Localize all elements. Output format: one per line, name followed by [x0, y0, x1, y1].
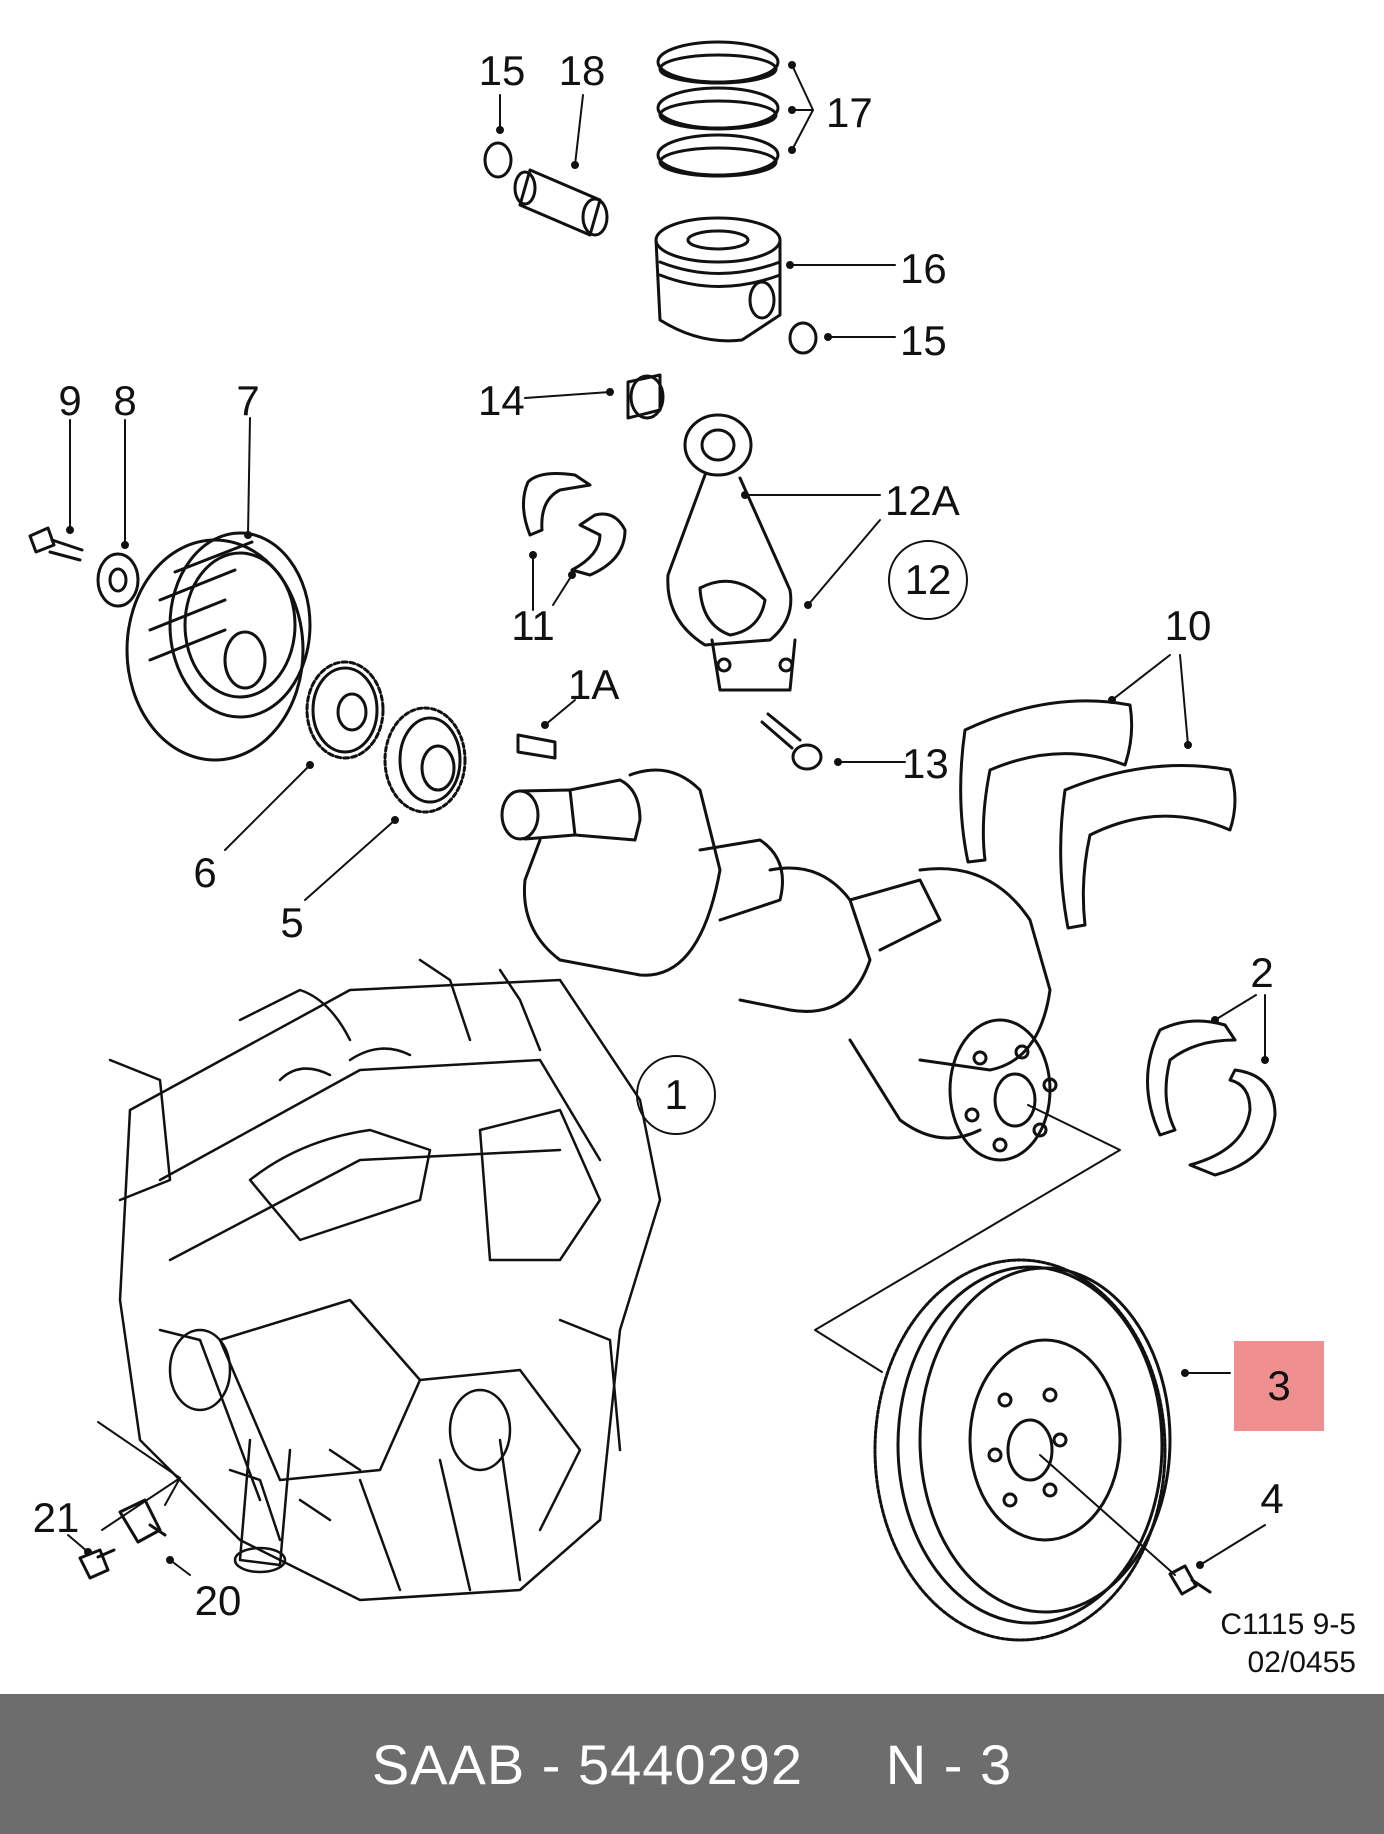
footer-bar: SAAB - 5440292 N - 3: [0, 1694, 1384, 1834]
callout-1a-key: 1A: [568, 661, 620, 708]
callout-12-conrod-assembly: 12: [888, 540, 968, 620]
crank-position-sensor: [118, 1498, 167, 1544]
callout-15-circlip-bottom: 15: [900, 317, 947, 364]
flywheel-bolt: [1168, 1564, 1212, 1596]
leader-lines: [66, 61, 1269, 1576]
crankshaft: [500, 768, 1058, 1162]
callout-12a-conrod: 12A: [885, 477, 960, 524]
callout-1-crankshaft-assembly: 1: [636, 1055, 716, 1135]
small-end-bush: [626, 373, 665, 420]
callout-6-sprocket: 6: [193, 849, 217, 896]
exploded-parts-diagram: [28, 40, 1277, 1642]
callout-3-flywheel-highlighted: 3: [1234, 1341, 1324, 1431]
callout-9-bolt: 9: [58, 377, 82, 424]
callout-8-washer: 8: [113, 377, 137, 424]
pulley-washer: [96, 552, 140, 608]
callout-21-sensor-bolt: 21: [32, 1494, 80, 1541]
callout-13-conrod-bolt: 13: [902, 740, 949, 787]
piston-pin: [513, 168, 609, 237]
drawing-code-line1: C1115 9-5: [1220, 1608, 1356, 1641]
piston: [654, 216, 782, 343]
callout-4-flywheel-bolt: 4: [1260, 1475, 1284, 1522]
callout-7-pulley: 7: [236, 377, 260, 424]
piston-rings: [656, 40, 780, 178]
drawing-code-line2: 02/0455: [1247, 1646, 1356, 1679]
timing-sprocket: [305, 660, 385, 760]
woodruff-key: [516, 733, 557, 760]
engine-assembly: [108, 958, 662, 1602]
sensor-bolt: [78, 1548, 116, 1580]
callout-17-piston-rings: 17: [826, 89, 873, 136]
pulley-bolt: [28, 526, 84, 562]
conrod-bolt: [760, 712, 823, 771]
thrust-washers: [959, 699, 1237, 930]
crank-gear: [383, 706, 467, 814]
circlip-lower: [788, 321, 818, 355]
callout-14-bush: 14: [478, 377, 525, 424]
callout-16-piston: 16: [900, 245, 947, 292]
circlip-upper: [483, 141, 513, 179]
crank-pulley: [125, 531, 312, 762]
flywheel: [873, 1258, 1172, 1642]
main-bearing-shells: [1146, 1019, 1277, 1177]
callout-10-thrust-washers: 10: [1164, 602, 1212, 649]
conrod-bearing-shells: [522, 472, 627, 577]
callout-2-main-bearings: 2: [1250, 949, 1274, 996]
callout-18-piston-pin: 18: [558, 47, 606, 94]
callout-11-bearing-shells: 11: [511, 602, 555, 649]
connecting-rod: [666, 413, 797, 692]
callout-15-circlip-top: 15: [478, 47, 526, 94]
callout-20-sensor: 20: [194, 1577, 242, 1624]
part-number-caption: SAAB - 5440292 N - 3: [371, 1732, 1013, 1796]
callout-5-gear: 5: [280, 899, 304, 946]
